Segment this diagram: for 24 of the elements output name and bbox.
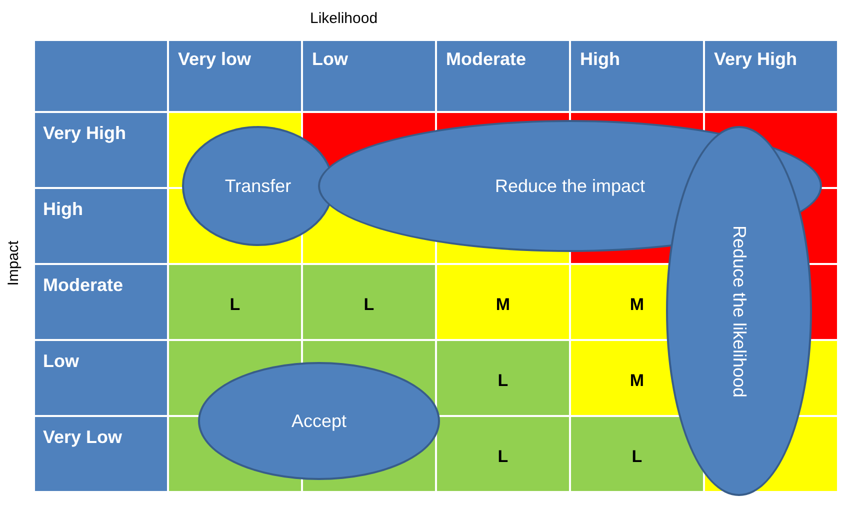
column-header: Very low (178, 48, 252, 71)
column-header: High (580, 48, 620, 71)
strategy-label: Transfer (224, 174, 292, 198)
column-header: Low (312, 48, 348, 71)
axis-title: Likelihood (310, 9, 378, 29)
row-header: Very High (43, 122, 126, 145)
risk-level: L (496, 370, 510, 392)
risk-level: L (496, 446, 510, 468)
risk-level: L (362, 294, 376, 316)
row-header: Very Low (43, 426, 122, 449)
strategy-label: Reduce the impact (494, 174, 646, 198)
column-header: Very High (714, 48, 798, 71)
risk-level: L (228, 294, 242, 316)
risk-level: M (628, 370, 646, 392)
row-header: Moderate (43, 274, 124, 297)
row-header: Low (43, 350, 79, 373)
risk-level: L (630, 446, 644, 468)
axis-title: Impact (4, 240, 23, 288)
column-header: Moderate (446, 48, 526, 71)
strategy-label: Accept (291, 410, 347, 433)
risk-level: M (494, 294, 512, 316)
risk-level: M (628, 294, 646, 316)
row-header: High (43, 198, 83, 221)
strategy-label: Reduce the likelihood (728, 224, 750, 398)
